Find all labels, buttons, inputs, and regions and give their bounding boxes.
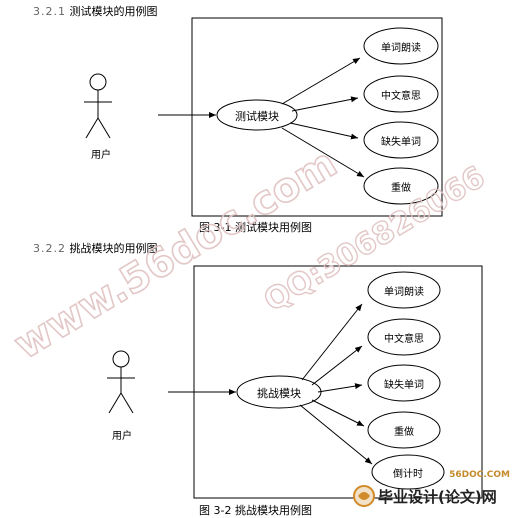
- use-case-diagram-1: [84, 17, 443, 217]
- use-case-ellipse: [363, 27, 439, 65]
- module-label-1: 测试模块: [235, 110, 279, 123]
- figure-caption-2: 图 3-2 挑战模块用例图: [199, 504, 312, 517]
- brand-logo-icon: [353, 485, 375, 507]
- corner-brand-text: 毕业设计(论文)网: [378, 488, 497, 506]
- use-case-label: 单词朗读: [384, 287, 424, 298]
- use-case-ellipse: [371, 454, 445, 490]
- section-title: 测试模块的用例图: [69, 5, 158, 18]
- use-case-label: 缺失单词: [381, 137, 421, 148]
- section-number: 3.2.1: [33, 5, 66, 18]
- section-heading-1: 3.2.1 测试模块的用例图: [33, 3, 158, 19]
- use-case-label: 单词朗读: [381, 43, 421, 54]
- figure-caption-1: 图 3-1 测试模块用例图: [199, 221, 312, 234]
- system-boundary-1: [191, 17, 443, 217]
- actor-figure-1: [84, 73, 112, 139]
- use-case-label: 重做: [391, 183, 411, 194]
- use-case-label: 缺失单词: [384, 380, 424, 391]
- use-case-ellipse: [363, 75, 439, 113]
- system-boundary-2: [193, 265, 483, 499]
- use-case-label: 倒计时: [393, 469, 423, 480]
- actor-label-1: 用户: [91, 150, 111, 161]
- use-case-ellipse: [367, 411, 441, 449]
- module-ellipse-1: [216, 99, 298, 131]
- use-case-ellipse: [363, 121, 439, 159]
- section-number: 3.2.2: [33, 242, 66, 255]
- module-label-2: 挑战模块: [257, 387, 301, 400]
- actor-figure-2: [107, 350, 135, 414]
- use-case-diagram-2: [107, 265, 483, 499]
- corner-site-text: 56DOC.COM: [449, 470, 510, 480]
- use-case-ellipse: [367, 318, 441, 356]
- actor-label-2: 用户: [112, 431, 132, 442]
- corner-brand: 56DOC.COM 毕业设计(论文)网: [352, 470, 516, 512]
- section-title: 挑战模块的用例图: [69, 242, 158, 255]
- use-case-ellipse: [363, 167, 439, 205]
- use-case-label: 重做: [394, 427, 414, 438]
- use-case-ellipse: [367, 364, 441, 402]
- use-case-label: 中文意思: [384, 334, 424, 345]
- section-heading-2: 3.2.2 挑战模块的用例图: [33, 240, 158, 256]
- use-case-ellipse: [367, 271, 441, 309]
- use-case-label: 中文意思: [381, 91, 421, 102]
